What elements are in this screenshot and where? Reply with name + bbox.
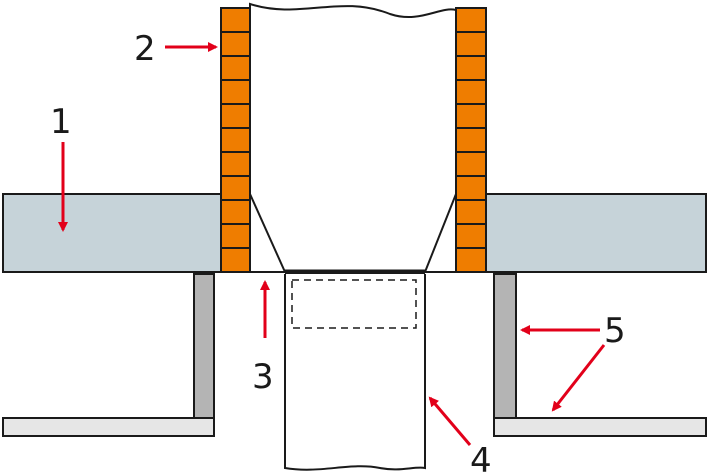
- brick: [455, 151, 487, 177]
- floor-slab-left: [2, 193, 222, 273]
- brick: [455, 247, 487, 273]
- brick: [455, 127, 487, 153]
- brick-wall-left: [220, 7, 251, 273]
- brick: [455, 103, 487, 129]
- label-2: 2: [134, 29, 156, 69]
- brick: [220, 7, 251, 33]
- brick: [455, 199, 487, 225]
- support-bracket-left-vertical: [193, 273, 215, 419]
- lower-pipe: [284, 274, 426, 471]
- brick: [220, 199, 251, 225]
- pipe-inner-dashed-outline: [291, 279, 417, 329]
- brick: [220, 151, 251, 177]
- brick: [220, 127, 251, 153]
- brick: [220, 247, 251, 273]
- brick-wall-right: [455, 7, 487, 273]
- brick: [220, 55, 251, 81]
- brick: [220, 103, 251, 129]
- brick: [455, 223, 487, 249]
- arrow-4: [428, 396, 472, 446]
- brick: [220, 79, 251, 105]
- brick: [220, 223, 251, 249]
- brick: [455, 31, 487, 57]
- support-bracket-right-horizontal: [493, 417, 707, 437]
- chimney-flue: [249, 2, 457, 273]
- support-bracket-right-vertical: [493, 273, 517, 419]
- arrow-5b: [551, 344, 606, 412]
- brick: [455, 7, 487, 33]
- transition-cone-left: [249, 193, 286, 273]
- brick: [455, 79, 487, 105]
- brick: [455, 55, 487, 81]
- brick: [455, 175, 487, 201]
- label-4: 4: [470, 441, 492, 476]
- transition-cone-right: [424, 193, 457, 273]
- label-3: 3: [252, 357, 274, 397]
- support-bracket-left-horizontal: [2, 417, 215, 437]
- brick: [220, 31, 251, 57]
- brick: [220, 175, 251, 201]
- label-1: 1: [50, 102, 72, 142]
- floor-slab-right: [485, 193, 707, 273]
- label-5: 5: [604, 311, 626, 351]
